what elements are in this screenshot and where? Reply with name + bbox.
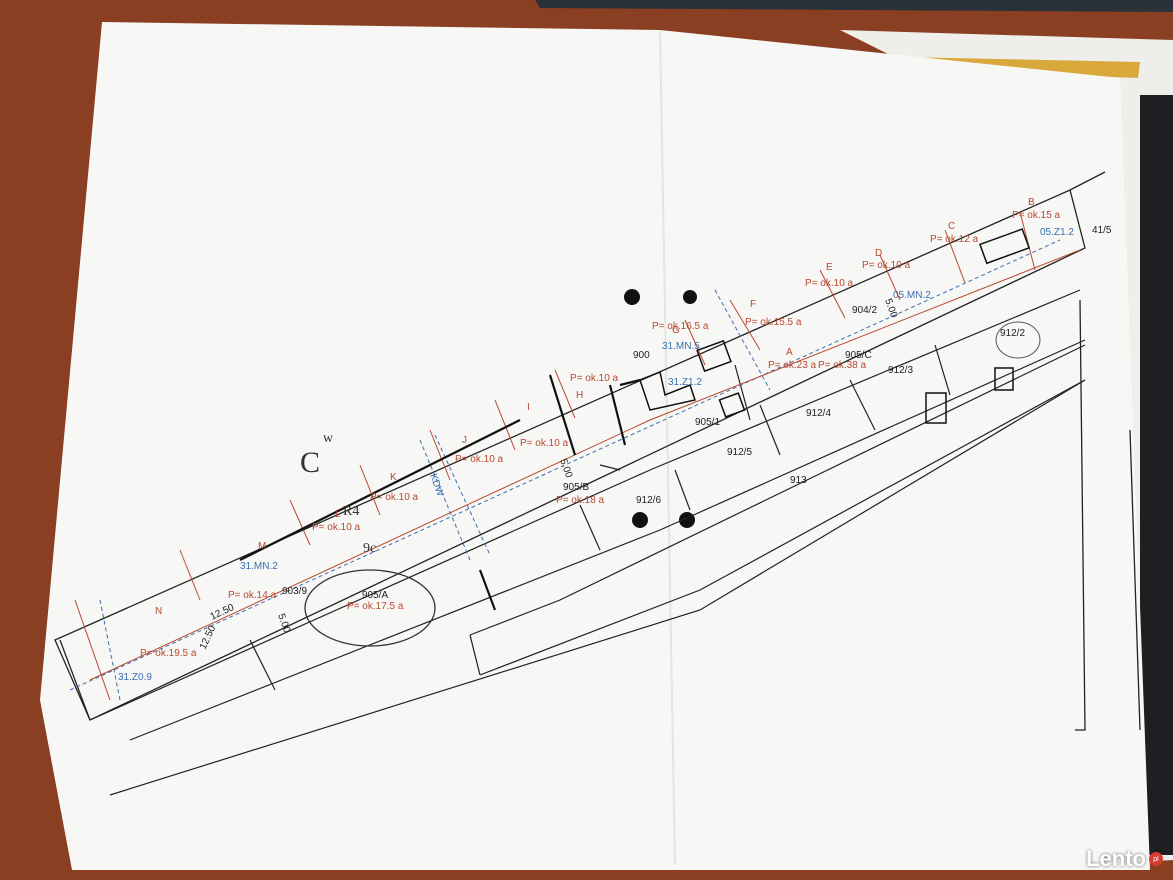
- lot-area: P= ok.10 a: [862, 260, 911, 271]
- parcel-label: 912/2: [1000, 328, 1025, 339]
- lot-area: P= ok.23 a: [768, 360, 817, 371]
- lot-letter: N: [155, 606, 162, 617]
- zone-code: 31.MN.2: [240, 561, 278, 572]
- lot-labels: B P= ok.15 a C P= ok.12 a D P= ok.10 a E…: [140, 197, 1061, 659]
- lot-area: P= ok.17.5 a: [347, 601, 404, 612]
- parcel-label: 904/2: [852, 305, 877, 316]
- lot-area: P= ok.15.5 a: [745, 317, 802, 328]
- lot-area: P= ok.10 a: [520, 438, 569, 449]
- buildings: [639, 228, 1031, 424]
- watermark-brand: Lento: [1086, 846, 1146, 871]
- parcel-label: 905/C: [845, 350, 872, 361]
- red-boundary-lines: [89, 249, 1081, 681]
- parcel-label: 41/5: [1092, 225, 1112, 236]
- lot-area: P= ok.10 a: [370, 492, 419, 503]
- paper-fold: [659, 29, 676, 866]
- parcel-label: 905/B: [563, 482, 589, 493]
- lot-letter: E: [826, 262, 833, 273]
- zone-code: 31.Z0.9: [118, 672, 152, 683]
- lot-letter: F: [750, 299, 756, 310]
- zone-code: 05.Z1.2: [1040, 227, 1074, 238]
- parcel-numbers: 905/A 905/B 905/C 903/9 900 904/2 905/1 …: [282, 225, 1112, 601]
- parcel-label: 912/3: [888, 365, 913, 376]
- zone-code: 05.MN.2: [893, 290, 931, 301]
- dark-object: [535, 0, 1173, 12]
- watermark: Lento pl: [1086, 846, 1163, 872]
- parcel-label: 905/A: [362, 590, 388, 601]
- parcel-label: 913: [790, 475, 807, 486]
- lot-letter: L: [335, 509, 341, 520]
- parcel-label: 900: [633, 350, 650, 361]
- lot-area: P= ok.10 a: [570, 373, 619, 384]
- hand-marks: [239, 374, 641, 611]
- lot-letter: B: [1028, 197, 1035, 208]
- parcel-label: 903/9: [282, 586, 307, 597]
- lot-area: P= ok.38 a: [818, 360, 867, 371]
- lot-letter: K: [390, 472, 397, 483]
- parcel-label: 912/6: [636, 495, 661, 506]
- hand-note: 9c: [363, 541, 376, 556]
- parcel-label: 905/1: [695, 417, 720, 428]
- lot-area: P= ok.16.5 a: [652, 321, 709, 332]
- lot-area: P= ok.14 a: [228, 590, 277, 601]
- lot-area: P= ok.18 a: [556, 495, 605, 506]
- lot-letter: I: [527, 402, 530, 413]
- lot-letter: G: [672, 325, 680, 336]
- lot-area: P= ok.15 a: [1012, 210, 1061, 221]
- hand-note: C: [300, 446, 320, 479]
- lot-letter: H: [576, 390, 583, 401]
- dark-binder: [1140, 95, 1173, 855]
- blue-dashed-lines: [69, 239, 1061, 701]
- lot-strip: [54, 171, 1106, 721]
- parcel-label: 912/4: [806, 408, 831, 419]
- lot-letter: D: [875, 248, 882, 259]
- zone-code: 31.MN.5: [662, 341, 700, 352]
- lot-letter: M: [258, 541, 266, 552]
- road-strip: [89, 289, 1086, 796]
- right-boundary: [1075, 299, 1141, 731]
- watermark-badge: pl: [1149, 852, 1163, 866]
- hand-note: w: [323, 431, 334, 446]
- lot-letter: J: [462, 435, 467, 446]
- hand-note: R4: [343, 504, 359, 519]
- parcel-label: 912/5: [727, 447, 752, 458]
- zone-code: 31.Z1.2: [668, 377, 702, 388]
- lot-area: P= ok.10 a: [455, 454, 504, 465]
- circle-905a: [304, 569, 436, 647]
- lot-area: P= ok.12 a: [930, 234, 979, 245]
- handwriting: C w R4 9c: [300, 431, 376, 556]
- circle-912-2: [995, 321, 1041, 359]
- lot-letter: C: [948, 221, 955, 232]
- lot-area: P= ok.10 a: [805, 278, 854, 289]
- lot-area: P= ok.10 a: [312, 522, 361, 533]
- punch-holes: [624, 289, 697, 528]
- lot-letter: A: [786, 347, 793, 358]
- lot-area: P= ok.19.5 a: [140, 648, 197, 659]
- lot-dividers: [74, 211, 1036, 701]
